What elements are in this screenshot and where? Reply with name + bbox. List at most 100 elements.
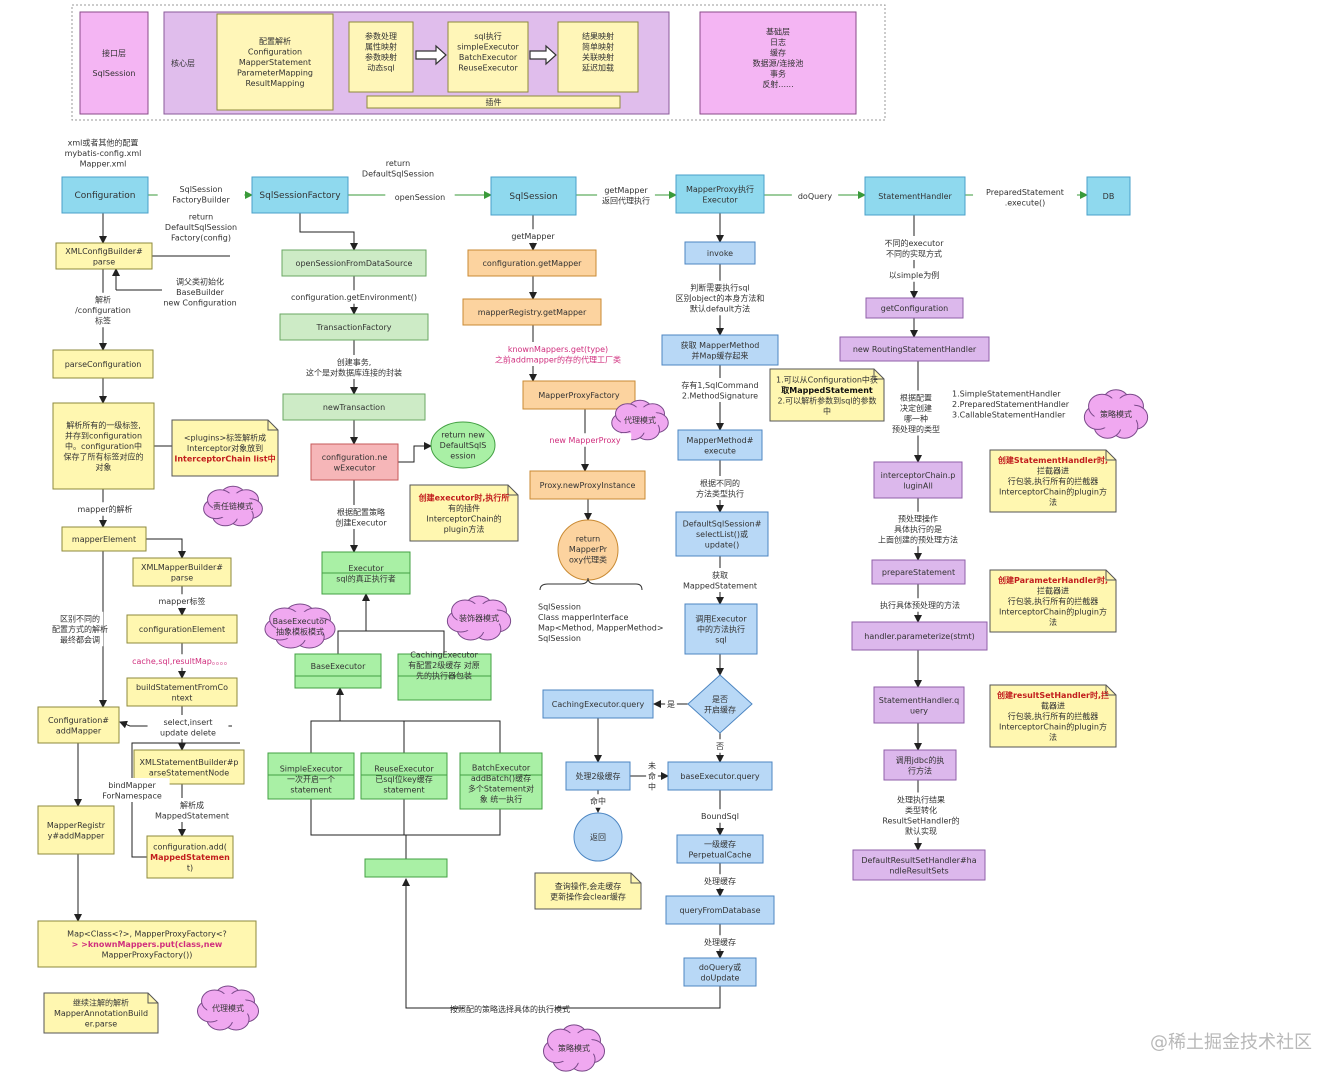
edge-label-bg (673, 568, 767, 592)
edge-label: 根据配置策略创建Executor (335, 506, 387, 527)
edge-label: BoundSql (701, 812, 739, 821)
edge-label-bg (886, 511, 950, 547)
statementhandler-node: StatementHandler (878, 192, 952, 201)
call-jdbc-node (883, 749, 957, 781)
chain-pattern-cloud (203, 485, 263, 527)
edge-label-bg (869, 792, 973, 838)
xmlmapperbuilder-node: XMLMapperBuilder#parse (141, 562, 223, 582)
doquery-doupdate-node (683, 957, 757, 987)
sqlsessionfactory-node (251, 176, 349, 214)
cachingexecutor-query-node: CachingExecutor.query (552, 700, 645, 709)
edge-label-bg (646, 758, 658, 794)
edge-label-bg (668, 378, 772, 402)
statementhandler-query-node (873, 686, 965, 724)
edge-label-bg (504, 229, 562, 243)
edge-label: configuration.getEnvironment() (291, 293, 417, 302)
connector-arrow (299, 213, 358, 251)
edge-label: openSession (395, 193, 446, 202)
edge-label-bg (705, 874, 735, 888)
watermark: @稀土掘金技术社区 (1150, 1032, 1312, 1053)
simpleexecutor-node (267, 752, 355, 800)
edge-label: 以simple为例 (889, 270, 939, 280)
edge-label-bg (76, 502, 134, 516)
plugin-module: 插件 (486, 97, 502, 107)
base-layer (699, 11, 857, 115)
opensession-datasource-node (281, 249, 427, 277)
cloud-core (212, 493, 254, 519)
configurationelement-node (126, 614, 238, 644)
preparestatement-node: prepareStatement (882, 568, 955, 577)
label-text: 装饰器模式 (459, 613, 499, 623)
resultsethandler-note (989, 684, 1117, 748)
plugin-module (366, 95, 621, 109)
buildstatement-node (126, 677, 238, 707)
edge-label: 根据配置决定创建哪一种预处理的类型 (892, 392, 940, 434)
edge-label: 命中 (590, 796, 606, 806)
label-text: 策略模式 (1100, 409, 1132, 419)
query-from-database-node (665, 895, 775, 925)
xmlconfigbuilder-node: XMLConfigBuilder#parse (65, 246, 143, 266)
opensession-datasource-node: openSessionFromDataSource (296, 259, 413, 268)
query-from-database-node: queryFromDatabase (679, 906, 760, 915)
edge-label: new MapperProxy (549, 436, 620, 445)
edge-label-bg (888, 598, 952, 612)
mapperregistry-getmapper-node: mapperRegistry.getMapper (478, 308, 587, 317)
strategy-executor-node (364, 858, 448, 878)
configurationelement-node: configurationElement (139, 625, 225, 634)
db-node: DB (1103, 192, 1115, 201)
sqlsession-node (490, 176, 577, 216)
connector-arrow (402, 878, 721, 1009)
baseexecutor-query-node: baseExecutor.query (680, 772, 759, 781)
edge-label-bg (879, 236, 949, 260)
note-fold (147, 993, 158, 1004)
note-fold (630, 873, 641, 884)
edge-label-bg (59, 292, 147, 328)
edge-label-bg (463, 1002, 557, 1016)
newtransaction-node (282, 393, 426, 421)
note-fold (873, 369, 884, 380)
mapperproxyfactory-node: MapperProxyFactory (538, 391, 620, 400)
edge-label-bg (155, 594, 209, 608)
configuration-node (61, 176, 149, 214)
known-mappers-note: Map<Class<?>, MapperProxyFactory<?> >kno… (67, 929, 227, 959)
param-module (348, 21, 414, 93)
strategy-pattern-cloud-2 (542, 1024, 606, 1072)
reuseexecutor-node (360, 752, 448, 800)
configuration-node: Configuration (74, 191, 135, 201)
sql-module (447, 21, 529, 93)
proxy-pattern-cloud-1 (196, 985, 260, 1031)
query-cache-note (534, 872, 642, 910)
xmlmapperbuilder-node (132, 557, 232, 587)
configuration-getmapper-node (467, 249, 597, 277)
edge-label-bg (94, 778, 170, 802)
edge-label: getMapper (511, 232, 555, 241)
edge-label-bg (385, 190, 455, 204)
label-text: 返回 (590, 833, 606, 842)
cloud-core (552, 1032, 596, 1064)
get-mappermethod-node (661, 334, 779, 366)
edge-label-bg (316, 355, 392, 379)
edge-label: 按照配的策略选择具体的执行模式 (450, 1004, 570, 1014)
